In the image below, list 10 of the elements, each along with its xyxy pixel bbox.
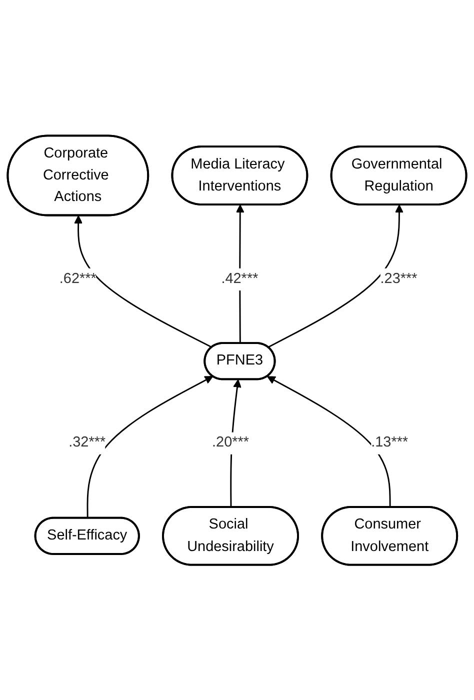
arrow (267, 376, 391, 508)
edge-label: .42*** (221, 270, 258, 286)
edge-label: .13*** (371, 434, 408, 450)
arrow (86, 376, 214, 518)
arrow (74, 215, 212, 348)
arrow (268, 204, 404, 348)
edge-label: .62*** (59, 270, 96, 286)
edge-label: .32*** (68, 434, 106, 450)
edge-label: .23*** (380, 270, 418, 286)
edge-label: .20*** (212, 434, 250, 450)
